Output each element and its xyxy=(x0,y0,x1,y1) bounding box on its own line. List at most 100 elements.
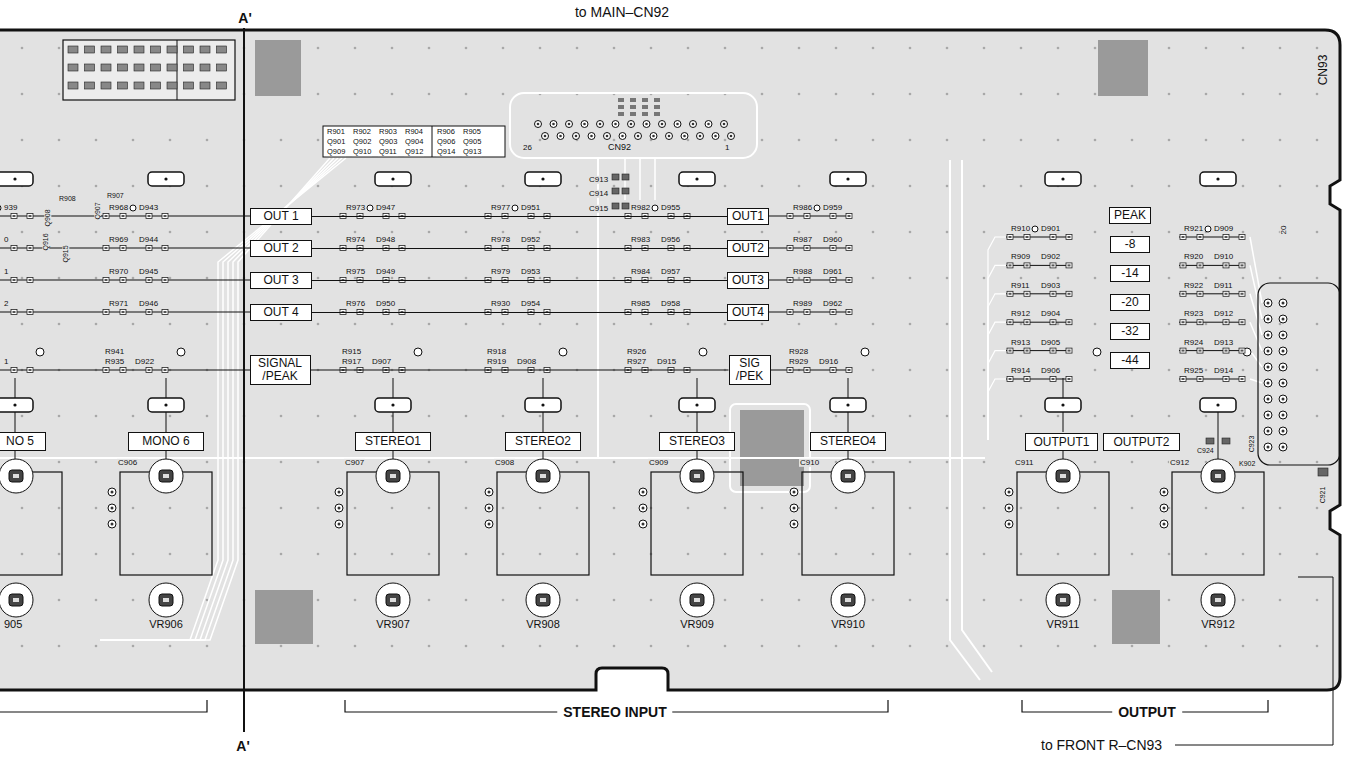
via xyxy=(465,461,468,464)
solder-pad xyxy=(1009,350,1012,352)
label-box: -20 xyxy=(1110,294,1150,311)
part-label: C906 xyxy=(117,459,138,467)
solder-pad xyxy=(1239,263,1245,268)
via xyxy=(1057,93,1060,96)
connector-pin xyxy=(550,121,557,128)
via xyxy=(280,553,283,556)
solder-pad xyxy=(13,279,16,281)
trace-line xyxy=(988,351,1007,440)
solder-pad xyxy=(848,311,851,313)
part-label: VR909 xyxy=(679,619,715,631)
solder-pad xyxy=(1199,293,1202,295)
part-label: Q906 xyxy=(436,138,456,146)
via xyxy=(428,323,431,326)
via xyxy=(983,415,986,418)
part-label: D962 xyxy=(822,300,843,308)
connector-pin xyxy=(1267,414,1270,417)
via xyxy=(169,507,172,510)
smd-pad xyxy=(642,112,648,116)
trace-line xyxy=(988,322,1007,440)
connector-pin xyxy=(1264,331,1272,339)
smd-pad xyxy=(151,64,161,71)
smd-pad xyxy=(1318,468,1328,476)
via xyxy=(1316,599,1319,602)
via xyxy=(761,599,764,602)
solder-pad xyxy=(1182,350,1185,352)
via xyxy=(798,277,801,280)
via xyxy=(1316,415,1319,418)
smd-pad xyxy=(200,64,210,71)
connector-pin xyxy=(1279,363,1287,371)
smd-pad xyxy=(618,112,624,116)
via xyxy=(1316,553,1319,556)
smd-pad xyxy=(618,98,624,102)
connector-pin xyxy=(676,123,679,126)
via xyxy=(613,323,616,326)
pot-pin xyxy=(1160,504,1168,512)
part-label: Q909 xyxy=(326,148,346,156)
part-label: Q913 xyxy=(462,148,482,156)
via xyxy=(58,277,61,280)
via xyxy=(872,415,875,418)
via xyxy=(539,645,542,648)
via xyxy=(1131,415,1134,418)
trace-line xyxy=(166,378,167,398)
mount-hole xyxy=(414,348,422,356)
connector-pin xyxy=(699,135,702,138)
pot-knob xyxy=(163,598,169,602)
smd-pad xyxy=(68,64,78,71)
box-label: OUT4 xyxy=(732,306,764,319)
smd-pad xyxy=(85,46,95,53)
solder-pad xyxy=(1241,321,1244,323)
part-label: VR911 xyxy=(1046,619,1081,631)
pot-pin xyxy=(793,507,796,510)
solder-pad xyxy=(162,214,168,219)
solder-pad xyxy=(806,215,809,217)
solder-pad xyxy=(789,369,792,371)
connector-pin xyxy=(544,135,547,138)
via xyxy=(946,599,949,602)
via xyxy=(465,645,468,648)
smd-pad xyxy=(85,64,95,71)
connector-pin xyxy=(1282,414,1285,417)
via xyxy=(1168,553,1171,556)
label-box: STEREO3 xyxy=(659,432,735,451)
knob-tab xyxy=(846,177,849,180)
solder-pad xyxy=(1026,350,1029,352)
pot-knob xyxy=(390,598,396,602)
part-label: 26 xyxy=(522,144,533,152)
via xyxy=(58,415,61,418)
via xyxy=(650,323,653,326)
pot-pin xyxy=(642,523,645,526)
via xyxy=(539,415,542,418)
smd-pad xyxy=(630,105,636,109)
via xyxy=(502,415,505,418)
via xyxy=(576,185,579,188)
box-label: OUTPUT1 xyxy=(1033,436,1089,449)
via xyxy=(206,323,209,326)
solder-pad xyxy=(848,369,851,371)
connector-pin xyxy=(1279,427,1287,435)
knob-tab xyxy=(13,403,16,406)
part-label: Q916 xyxy=(42,232,49,251)
via xyxy=(465,599,468,602)
solder-pad xyxy=(103,278,109,283)
part-label: D950 xyxy=(375,300,396,308)
bracket xyxy=(0,700,207,712)
via xyxy=(909,645,912,648)
part-label: R975 xyxy=(345,268,366,276)
solder-pad xyxy=(832,215,835,217)
solder-pad xyxy=(1068,350,1071,352)
trace-line xyxy=(100,158,338,640)
box-label: STEREO1 xyxy=(365,435,421,448)
pot-knob xyxy=(526,583,560,617)
pot-knob xyxy=(386,470,400,482)
solder-pad xyxy=(1066,320,1072,325)
via xyxy=(1020,507,1023,510)
via xyxy=(761,185,764,188)
pot-knob xyxy=(13,474,19,478)
solder-pad xyxy=(1026,293,1029,295)
label-box: STEREO2 xyxy=(505,432,581,451)
solder-pad xyxy=(1182,236,1185,238)
